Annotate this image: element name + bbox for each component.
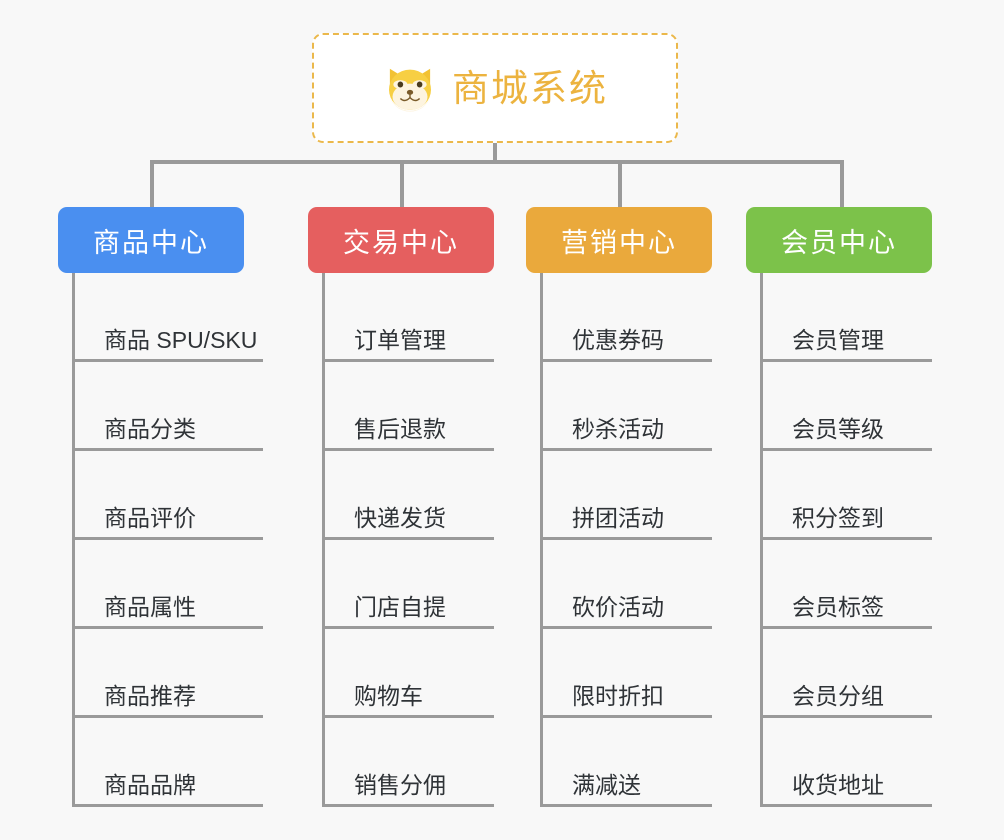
leaf-item[interactable]: 商品分类 [72, 362, 264, 451]
leaf-item[interactable]: 收货地址 [760, 718, 932, 807]
connector-drop-3 [840, 160, 844, 207]
connector-bus [150, 160, 844, 164]
leaf-label: 订单管理 [354, 326, 446, 353]
leaf-label: 商品品牌 [104, 771, 196, 798]
branch-column-0: 商品中心 商品 SPU/SKU 商品分类 商品评价 商品属性 商品推荐 商品品牌 [58, 207, 264, 807]
leaf-label: 秒杀活动 [572, 415, 664, 442]
leaf-label: 会员等级 [792, 415, 884, 442]
root-node[interactable]: 商城系统 [312, 33, 678, 143]
leaf-item[interactable]: 优惠券码 [540, 273, 712, 362]
branch-column-2: 营销中心 优惠券码 秒杀活动 拼团活动 砍价活动 限时折扣 满减送 [526, 207, 712, 807]
leaf-label: 积分签到 [792, 504, 884, 531]
branch-header-3[interactable]: 会员中心 [746, 207, 932, 273]
leaf-label: 会员分组 [792, 682, 884, 709]
leaf-trunk-0 [72, 273, 75, 807]
connector-drop-2 [618, 160, 622, 207]
branch-column-1: 交易中心 订单管理 售后退款 快递发货 门店自提 购物车 销售分佣 [308, 207, 494, 807]
connector-root-stem [493, 143, 497, 163]
leaf-label: 拼团活动 [572, 504, 664, 531]
leaf-item[interactable]: 快递发货 [322, 451, 494, 540]
leaf-item[interactable]: 商品 SPU/SKU [72, 273, 264, 362]
leaf-trunk-1 [322, 273, 325, 807]
leaf-item[interactable]: 积分签到 [760, 451, 932, 540]
leaf-label: 砍价活动 [572, 593, 664, 620]
connector-drop-0 [150, 160, 154, 207]
leaf-label: 售后退款 [354, 415, 446, 442]
leaf-label: 限时折扣 [572, 682, 664, 709]
root-title: 商城系统 [452, 67, 608, 109]
branch-header-0[interactable]: 商品中心 [58, 207, 244, 273]
leaf-label: 商品 SPU/SKU [104, 326, 258, 353]
leaf-item[interactable]: 商品评价 [72, 451, 264, 540]
branch-header-label: 会员中心 [781, 227, 897, 258]
leaf-list-1: 订单管理 售后退款 快递发货 门店自提 购物车 销售分佣 [308, 273, 494, 807]
leaf-item[interactable]: 拼团活动 [540, 451, 712, 540]
leaf-item[interactable]: 满减送 [540, 718, 712, 807]
leaf-trunk-2 [540, 273, 543, 807]
leaf-label: 优惠券码 [572, 326, 664, 353]
leaf-label: 收货地址 [792, 771, 884, 798]
leaf-label: 会员标签 [792, 593, 884, 620]
leaf-item[interactable]: 会员分组 [760, 629, 932, 718]
leaf-trunk-3 [760, 273, 763, 807]
leaf-item[interactable]: 商品品牌 [72, 718, 264, 807]
leaf-item[interactable]: 销售分佣 [322, 718, 494, 807]
leaf-label: 门店自提 [354, 593, 446, 620]
leaf-label: 会员管理 [792, 326, 884, 353]
leaf-item[interactable]: 门店自提 [322, 540, 494, 629]
leaf-label: 购物车 [354, 682, 423, 709]
connector-drop-1 [400, 160, 404, 207]
branch-header-2[interactable]: 营销中心 [526, 207, 712, 273]
leaf-list-0: 商品 SPU/SKU 商品分类 商品评价 商品属性 商品推荐 商品品牌 [58, 273, 264, 807]
leaf-item[interactable]: 商品属性 [72, 540, 264, 629]
leaf-list-2: 优惠券码 秒杀活动 拼团活动 砍价活动 限时折扣 满减送 [526, 273, 712, 807]
branch-header-label: 商品中心 [93, 227, 209, 258]
leaf-label: 满减送 [572, 771, 641, 798]
leaf-label: 商品推荐 [104, 682, 196, 709]
leaf-item[interactable]: 会员标签 [760, 540, 932, 629]
leaf-label: 快递发货 [354, 504, 446, 531]
leaf-item[interactable]: 砍价活动 [540, 540, 712, 629]
leaf-item[interactable]: 限时折扣 [540, 629, 712, 718]
leaf-item[interactable]: 会员等级 [760, 362, 932, 451]
leaf-item[interactable]: 秒杀活动 [540, 362, 712, 451]
leaf-label: 商品评价 [104, 504, 196, 531]
leaf-item[interactable]: 售后退款 [322, 362, 494, 451]
branch-header-label: 营销中心 [561, 227, 677, 258]
leaf-item[interactable]: 订单管理 [322, 273, 494, 362]
branch-header-label: 交易中心 [343, 227, 459, 258]
leaf-label: 商品属性 [104, 593, 196, 620]
dog-face-icon [382, 60, 438, 116]
leaf-label: 销售分佣 [354, 771, 446, 798]
leaf-item[interactable]: 商品推荐 [72, 629, 264, 718]
leaf-item[interactable]: 购物车 [322, 629, 494, 718]
leaf-list-3: 会员管理 会员等级 积分签到 会员标签 会员分组 收货地址 [746, 273, 932, 807]
leaf-label: 商品分类 [104, 415, 196, 442]
branch-header-1[interactable]: 交易中心 [308, 207, 494, 273]
leaf-item[interactable]: 会员管理 [760, 273, 932, 362]
branch-column-3: 会员中心 会员管理 会员等级 积分签到 会员标签 会员分组 收货地址 [746, 207, 932, 807]
